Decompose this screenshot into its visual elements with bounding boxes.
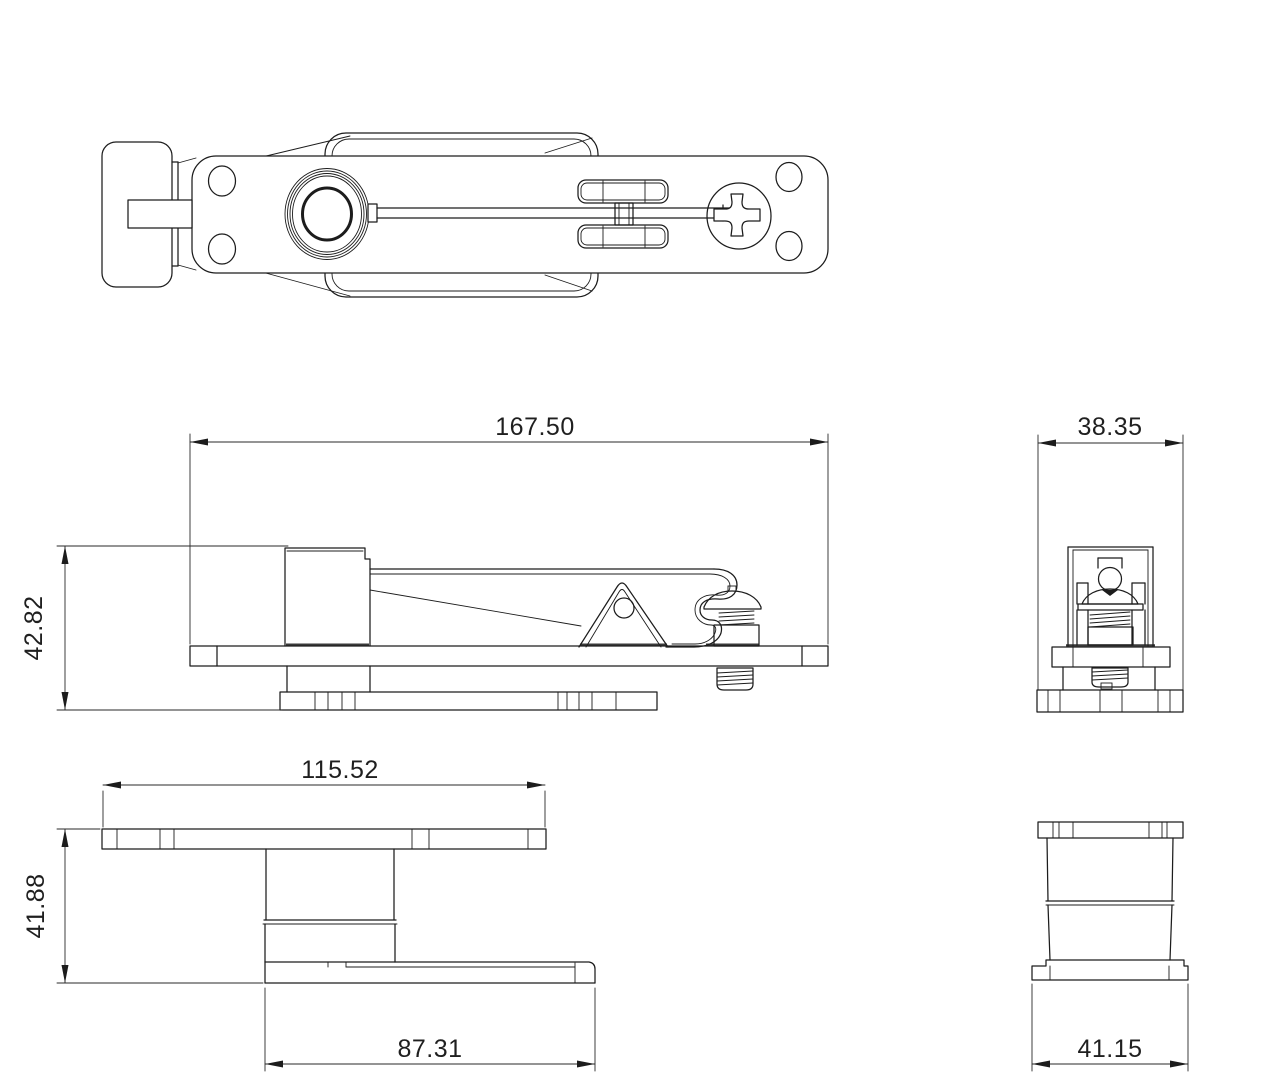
dim-overall-height-label: 42.82 — [20, 595, 48, 660]
dim-flange-length-label: 115.52 — [301, 756, 379, 784]
mounting-foot-front — [279, 665, 658, 711]
catch-bracket-front — [578, 582, 669, 648]
latch-side-view: 38.35 — [1036, 413, 1184, 713]
pivot-block — [284, 547, 371, 647]
dim-overall-height: 42.82 — [20, 545, 289, 711]
spring-coils-plan — [577, 179, 669, 249]
latch-front-view: 167.50 42.82 — [20, 413, 829, 711]
phillips-screw-plan — [706, 182, 772, 250]
latch-top-view — [101, 132, 829, 298]
mount-hole-top-left — [207, 165, 237, 197]
base-plate-front — [189, 645, 829, 667]
striker-foot-side — [1031, 959, 1189, 981]
phillips-cross-icon — [713, 193, 761, 237]
striker-front-view: 115.52 41.88 87.31 — [22, 756, 596, 1072]
bracket-hole — [613, 597, 635, 619]
dim-flange-length: 115.52 — [102, 756, 546, 828]
dim-base-length-label: 87.31 — [397, 1035, 462, 1063]
screw-slot-mark — [1102, 590, 1118, 596]
dim-base-length: 87.31 — [264, 987, 596, 1072]
dim-overall-length-label: 167.50 — [495, 413, 574, 441]
dim-striker-height: 41.88 — [22, 828, 264, 984]
rod-end-circle — [1097, 566, 1123, 592]
lever-arm — [369, 568, 738, 648]
mount-hole-bottom-right — [775, 230, 803, 262]
catch-bracket-side — [1067, 546, 1154, 647]
mount-hole-top-right — [775, 161, 803, 193]
striker-side-view: 41.15 — [1031, 821, 1189, 1072]
pivot-boss — [284, 168, 370, 260]
dim-striker-width-label: 41.15 — [1077, 1035, 1142, 1063]
screw-tip-side — [1091, 667, 1129, 690]
dim-striker-height-label: 41.88 — [22, 873, 50, 938]
striker-flange-side — [1037, 821, 1184, 839]
leaf-spring-line — [369, 589, 582, 627]
adjust-screw-front — [703, 585, 762, 691]
mount-hole-bottom-left — [207, 233, 237, 265]
dim-striker-width: 41.15 — [1031, 983, 1189, 1072]
dim-overall-length: 167.50 — [189, 413, 829, 645]
handle-stem — [127, 199, 193, 229]
striker-flange — [101, 828, 547, 850]
dim-base-width: 38.35 — [1037, 413, 1184, 447]
dim-base-width-label: 38.35 — [1077, 413, 1142, 441]
striker-foot-front — [264, 961, 596, 984]
